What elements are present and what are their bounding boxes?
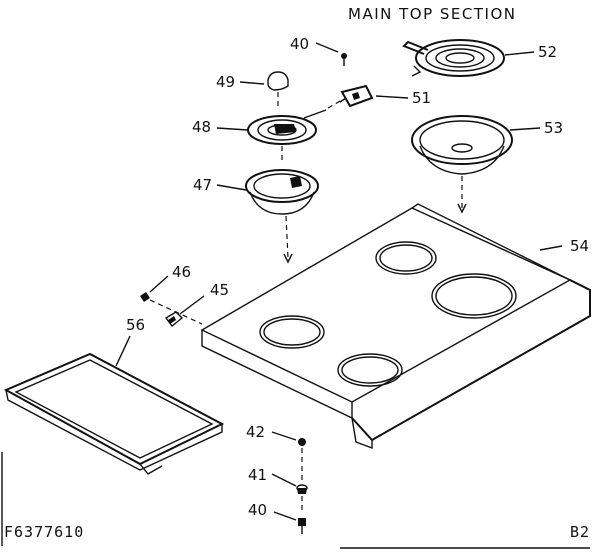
callout-48: 48 — [192, 118, 211, 136]
callout-41: 41 — [248, 466, 267, 484]
callout-53: 53 — [544, 119, 563, 137]
callout-46: 46 — [172, 263, 191, 281]
part-number: F6377610 — [4, 523, 84, 541]
callout-50: 40 — [290, 35, 309, 53]
callout-52: 52 — [538, 43, 557, 61]
small-drip-bowl — [245, 169, 319, 215]
callout-49: 49 — [216, 73, 235, 91]
hinge-screw — [140, 292, 150, 302]
callout-56: 56 — [126, 316, 145, 334]
callout-51: 51 — [412, 89, 431, 107]
large-drip-bowl — [411, 115, 513, 175]
diagram-title: MAIN TOP SECTION — [348, 5, 517, 23]
front-panel — [3, 352, 225, 475]
spacer-42 — [298, 438, 306, 446]
callout-54: 54 — [570, 237, 589, 255]
small-surface-element — [247, 99, 343, 145]
spacer-41 — [296, 484, 308, 494]
hinge-clip — [164, 311, 184, 327]
screw-40 — [298, 518, 306, 534]
large-surface-element — [402, 39, 505, 77]
knob — [267, 71, 289, 91]
main-top-panel — [200, 203, 591, 450]
callout-42: 42 — [246, 423, 265, 441]
leader-lines — [115, 42, 563, 521]
page-code: B2 — [570, 523, 590, 541]
terminal-block — [339, 84, 374, 108]
callout-40: 40 — [248, 501, 267, 519]
callout-45: 45 — [210, 281, 229, 299]
screw — [341, 53, 347, 66]
callout-47: 47 — [193, 176, 212, 194]
